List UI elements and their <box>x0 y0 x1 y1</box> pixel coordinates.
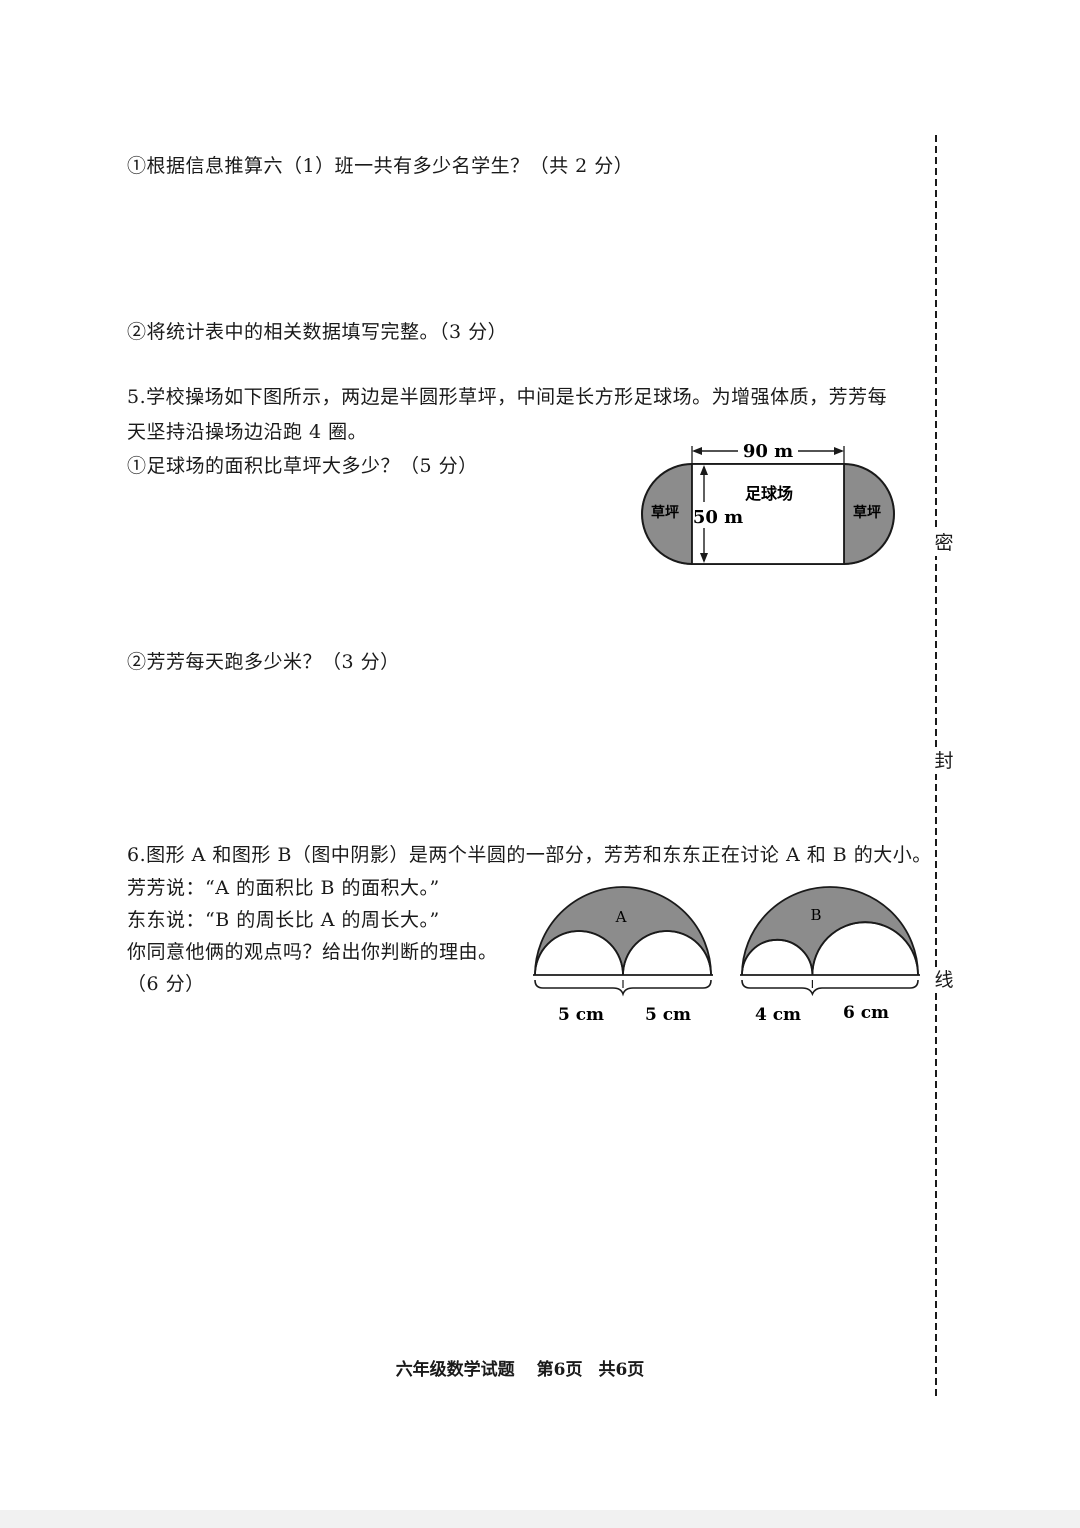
figure-b-label: B <box>810 906 821 924</box>
right-lawn-label: 草坪 <box>853 504 881 521</box>
figure-a-left-len: 5 cm <box>558 1005 604 1025</box>
seal-char-mi: 密 <box>933 530 955 556</box>
q5-sub1: ①足球场的面积比草坪大多少？（5 分） <box>127 455 478 477</box>
seal-char-feng: 封 <box>933 748 955 774</box>
scan-bottom-edge <box>0 1510 1080 1528</box>
q6-question: 你同意他俩的观点吗？给出你判断的理由。 <box>127 941 498 963</box>
figure-a-label: A <box>615 908 627 926</box>
figure-a-shade <box>534 886 712 976</box>
q6-points: （6 分） <box>127 973 205 995</box>
figure-a-right-len: 5 cm <box>645 1005 691 1025</box>
q4-sub1: ①根据信息推算六（1）班一共有多少名学生？（共 2 分） <box>127 155 634 177</box>
q5-sub2: ②芳芳每天跑多少米？（3 分） <box>127 651 400 673</box>
q5-stem-line2: 天坚持沿操场边沿跑 4 圈。 <box>127 421 368 443</box>
q4-sub2: ②将统计表中的相关数据填写完整。（3 分） <box>127 321 508 343</box>
figure-b-left-len: 4 cm <box>755 1005 801 1025</box>
length-label: 90 m <box>743 441 793 462</box>
figure-a: A 5 cm 5 cm <box>533 886 713 1025</box>
width-label: 50 m <box>693 507 743 528</box>
playground-figure: 90 m 50 m 足球场 草坪 草坪 <box>641 441 895 565</box>
q6-fangfang: 芳芳说：“A 的面积比 B 的面积大。” <box>127 877 440 899</box>
q6-dongdong: 东东说：“B 的周长比 A 的周长大。” <box>127 909 440 931</box>
footer-page: 第6页 <box>536 1360 583 1380</box>
q5-stem-line1: 5.学校操场如下图所示，两边是半圆形草坪，中间是长方形足球场。为增强体质，芳芳每 <box>127 386 888 408</box>
figure-b-shade <box>741 886 919 976</box>
q6-stem: 6.图形 A 和图形 B（图中阴影）是两个半圆的一部分，芳芳和东东正在讨论 A … <box>127 844 932 866</box>
footer-title: 六年级数学试题 <box>395 1360 515 1380</box>
footer-total: 共6页 <box>598 1360 645 1380</box>
seal-char-xian: 线 <box>933 967 955 993</box>
field-label: 足球场 <box>745 484 793 503</box>
football-field <box>691 463 845 565</box>
page-footer: 六年级数学试题 第6页共6页 <box>0 1355 1040 1380</box>
figure-b-right-len: 6 cm <box>843 1003 889 1023</box>
left-lawn-label: 草坪 <box>651 504 679 521</box>
figure-b: B 4 cm 6 cm <box>740 886 920 1025</box>
